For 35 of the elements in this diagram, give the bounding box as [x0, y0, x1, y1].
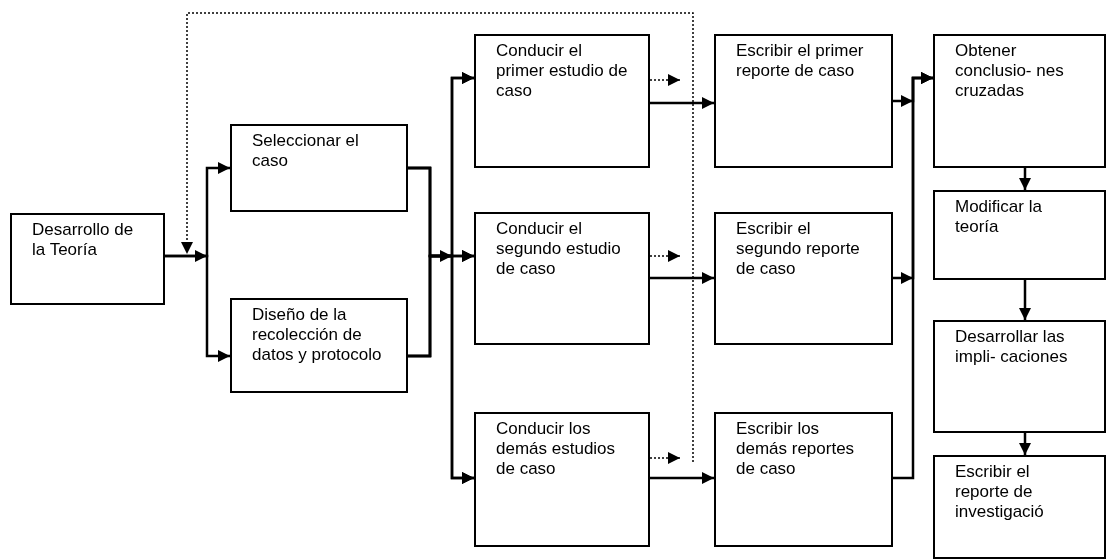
arrow	[650, 97, 714, 109]
step-text: Escribir el segundo reporte de caso	[736, 219, 861, 279]
arrow	[1019, 433, 1031, 455]
process-box	[474, 34, 650, 168]
process-box	[474, 212, 650, 345]
step-text: Desarrollar las impli- caciones	[955, 327, 1069, 367]
process-box	[933, 34, 1106, 168]
process-box	[230, 298, 408, 393]
arrow	[165, 254, 230, 362]
process-box	[933, 190, 1106, 280]
step-text: Desarrollo de la Teoría	[32, 220, 135, 260]
step-text: Seleccionar el caso	[252, 131, 360, 171]
arrow	[408, 254, 474, 484]
process-box	[10, 213, 165, 305]
process-box	[933, 320, 1106, 433]
process-box	[230, 124, 408, 212]
step-text: Conducir el segundo estudio de caso	[496, 219, 622, 279]
process-box	[714, 412, 893, 547]
step-text: Conducir los demás estudios de caso	[496, 419, 617, 479]
process-box	[474, 412, 650, 547]
step-text: Escribir el reporte de investigació	[955, 462, 1045, 522]
step-text: Modificar la teoría	[955, 197, 1043, 237]
arrow	[650, 472, 714, 484]
arrow	[893, 72, 933, 480]
process-box	[714, 34, 893, 168]
step-text: Escribir los demás reportes de caso	[736, 419, 856, 479]
step-text: Escribir el primer reporte de caso	[736, 41, 865, 81]
step-text: Conducir el primer estudio de caso	[496, 41, 628, 101]
process-box	[714, 212, 893, 345]
arrow	[1019, 168, 1031, 190]
step-text: Diseño de la recolección de datos y protocolo	[252, 305, 383, 365]
arrow	[650, 272, 714, 284]
arrow	[1019, 280, 1031, 320]
step-text: Obtener conclusio- nes cruzadas	[955, 41, 1065, 101]
process-box	[933, 455, 1106, 559]
